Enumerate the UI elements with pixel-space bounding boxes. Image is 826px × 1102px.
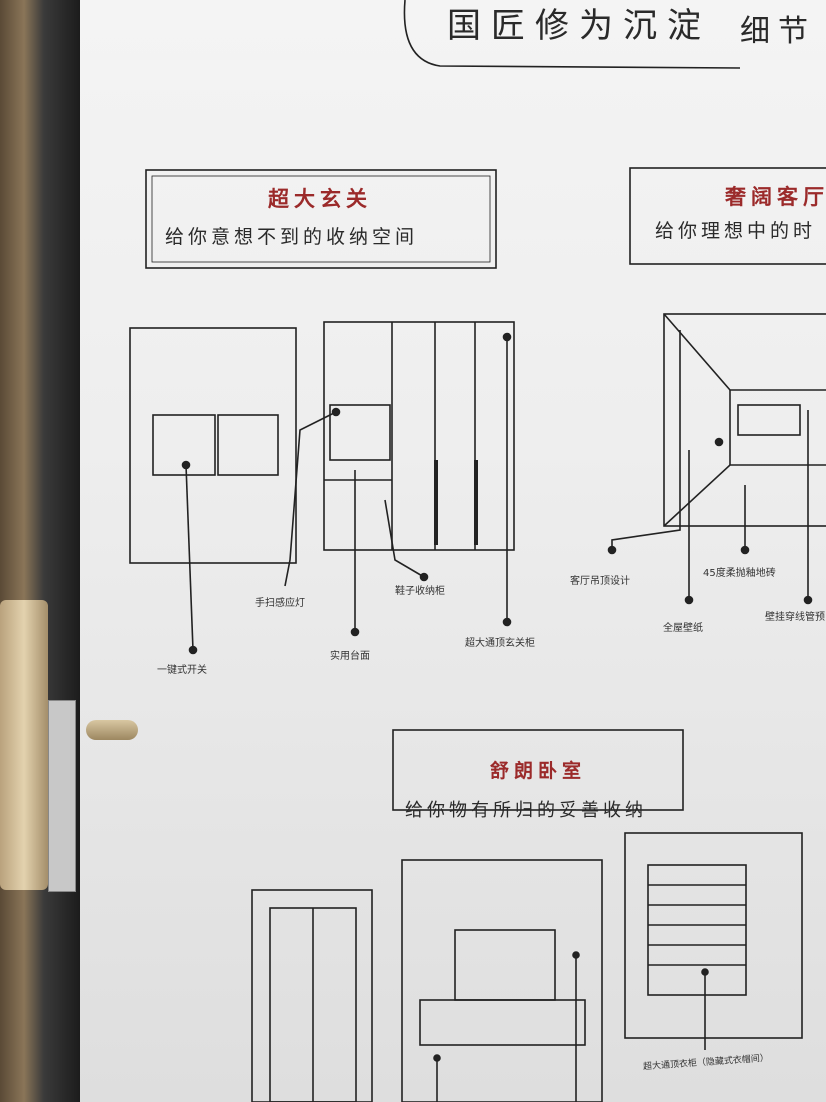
poster-title: 国匠修为沉淀 xyxy=(447,6,711,46)
living-subtitle: 给你理想中的时 xyxy=(655,220,817,242)
living-room xyxy=(663,313,826,527)
entry-subtitle: 给你意想不到的收纳空间 xyxy=(165,226,419,248)
wardrobe-shelves xyxy=(647,864,747,996)
poster-subtitle: 细节 xyxy=(740,14,816,49)
label-entry-cabinet: 超大通顶玄关柜 xyxy=(465,638,535,649)
entry-cabinet xyxy=(323,321,515,551)
cabinet-niche xyxy=(329,404,391,461)
entry-title-box xyxy=(145,169,497,269)
label-shoe-cabinet: 鞋子收纳柜 xyxy=(395,586,445,597)
label-ceiling: 客厅吊顶设计 xyxy=(570,576,630,587)
entry-title-inner-box xyxy=(151,175,491,263)
switch-panel-left xyxy=(152,414,216,476)
bedroom-title: 舒朗卧室 xyxy=(490,760,587,782)
entry-wall xyxy=(129,327,297,564)
bedroom-door xyxy=(251,889,373,1102)
living-tv-wall xyxy=(737,404,801,436)
bed-wall xyxy=(401,859,603,1102)
living-title-box xyxy=(629,167,826,265)
door-lock-plate xyxy=(48,700,76,892)
switch-panel-right xyxy=(217,414,279,476)
door-frame xyxy=(0,0,80,1102)
door-handle-plate xyxy=(0,600,48,890)
label-countertop: 实用台面 xyxy=(330,651,370,662)
label-switch: 一键式开关 xyxy=(157,665,207,676)
entry-title: 超大玄关 xyxy=(268,186,372,211)
bedroom-title-box xyxy=(392,729,684,811)
wardrobe xyxy=(624,832,803,1039)
door-lever[interactable] xyxy=(86,720,138,740)
bed-headboard xyxy=(454,929,556,1001)
label-wallpaper: 全屋壁纸 xyxy=(663,623,703,634)
bedroom-subtitle: 给你物有所归的妥善收纳 xyxy=(405,800,647,821)
header-frame xyxy=(403,0,741,69)
living-title: 奢阔客厅 xyxy=(725,184,826,209)
entry-callout-dots xyxy=(181,332,512,655)
label-wall-conduit: 壁挂穿线管预 xyxy=(765,612,825,623)
label-floor-tile: 45度柔抛釉地砖 xyxy=(703,568,776,579)
bed xyxy=(419,999,586,1046)
poster xyxy=(80,0,826,1102)
label-sensor-light: 手扫感应灯 xyxy=(255,598,305,609)
